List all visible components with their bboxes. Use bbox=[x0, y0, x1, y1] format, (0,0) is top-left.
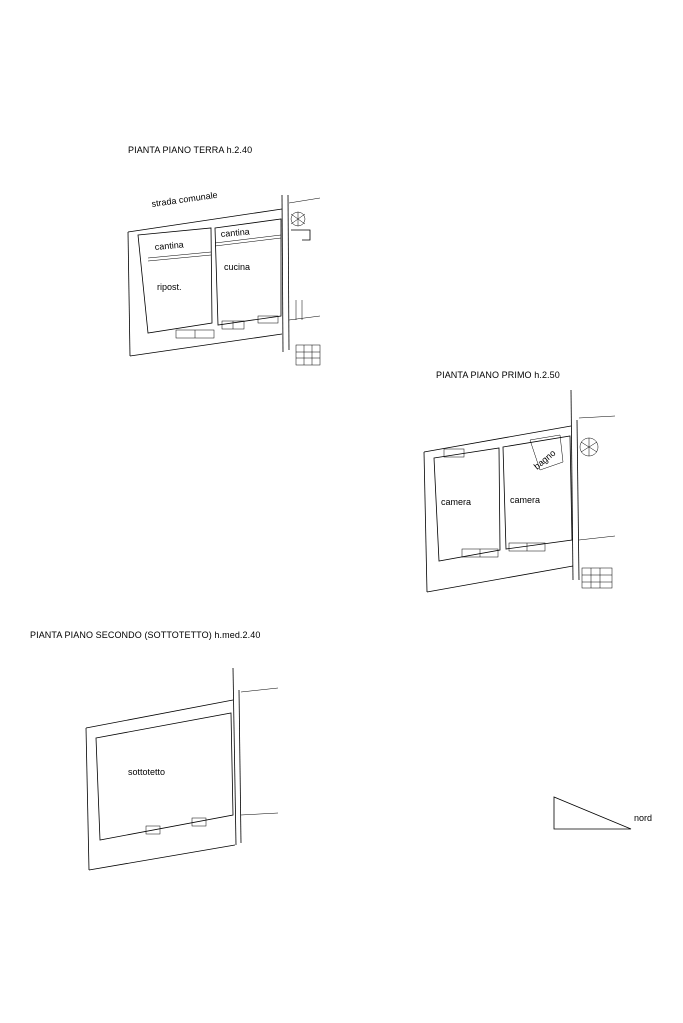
ground-floor-title: PIANTA PIANO TERRA h.2.40 bbox=[128, 145, 253, 155]
north-arrow-triangle-icon bbox=[553, 796, 632, 830]
second-floor-plan bbox=[85, 667, 279, 871]
first-floor-plan bbox=[423, 389, 616, 593]
second-floor-title: PIANTA PIANO SECONDO (SOTTOTETTO) h.med.… bbox=[30, 630, 261, 640]
north-label: nord bbox=[634, 813, 652, 823]
street-label: strada comunale bbox=[151, 190, 218, 209]
ground-floor-plan bbox=[127, 194, 321, 366]
first-floor-title: PIANTA PIANO PRIMO h.2.50 bbox=[436, 370, 560, 380]
room-label-sottotetto: sottotetto bbox=[128, 767, 165, 777]
room-label-camera-right: camera bbox=[510, 495, 540, 505]
room-label-cucina: cucina bbox=[224, 262, 250, 272]
room-label-cantina-right: cantina bbox=[220, 227, 250, 239]
room-label-bagno: bagno bbox=[532, 448, 558, 472]
room-label-camera-left: camera bbox=[441, 497, 471, 507]
room-label-ripost: ripost. bbox=[157, 282, 182, 292]
room-label-cantina-left: cantina bbox=[154, 240, 184, 252]
